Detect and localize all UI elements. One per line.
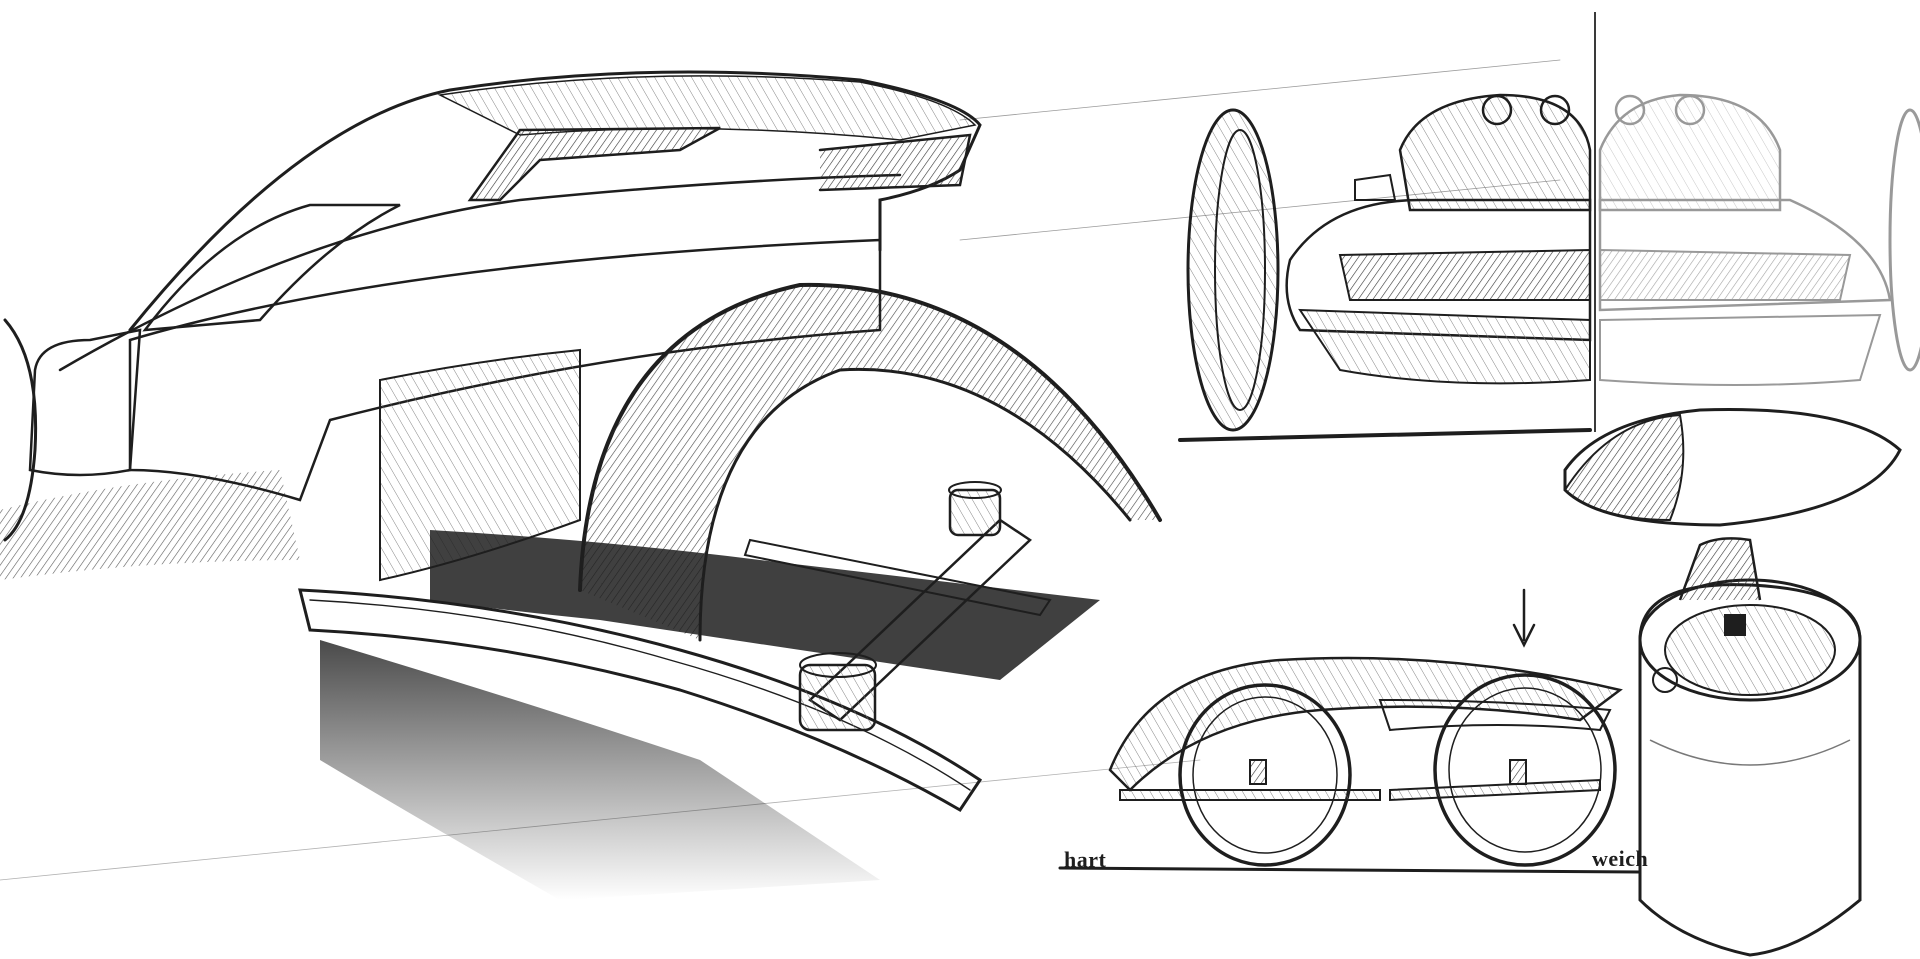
wheel-dark-mass	[430, 530, 1100, 680]
side-profile-sketch	[1058, 588, 1642, 874]
rear-view-diffuser	[1298, 308, 1591, 385]
roof-scoop	[467, 126, 721, 202]
down-arrow	[1512, 588, 1536, 648]
damper-top	[948, 488, 1002, 537]
rear-view-grille	[1338, 248, 1591, 301]
profile-mid-beam	[1378, 698, 1612, 732]
wheel-arch-fill	[580, 284, 1160, 640]
label-weich: weich	[1592, 846, 1649, 871]
view-divider-line	[1594, 12, 1596, 432]
body-upper-line	[58, 173, 902, 372]
rear-view-cabin	[1398, 93, 1592, 212]
damper-detail-sketch	[1638, 537, 1862, 957]
rear-view-mirror	[1354, 173, 1397, 201]
sill-beam	[298, 588, 983, 813]
rear-wheel-edge	[3, 318, 38, 542]
ground-shadow	[320, 640, 880, 900]
label-hart: hart	[1064, 847, 1107, 872]
front-nose	[28, 328, 142, 477]
profile-lower-arm	[1119, 789, 1381, 801]
damper-bottom	[798, 663, 877, 732]
rear-view-mirror-half	[1598, 93, 1920, 386]
rear-view-body	[1285, 198, 1592, 342]
main-car-perspective	[0, 59, 1561, 900]
rear-spoiler	[818, 133, 972, 192]
rear-view-sketch	[1178, 93, 1592, 442]
rear-shadow	[0, 470, 300, 580]
nose-pod-sketch	[1563, 408, 1902, 527]
side-cavity	[379, 348, 581, 582]
profile-ground	[1058, 866, 1642, 874]
suspension-lower	[743, 538, 1052, 617]
sill-inner	[309, 599, 971, 791]
profile-rear-wheel	[1433, 673, 1617, 867]
rear-view-wheel	[1186, 108, 1280, 432]
side-window	[142, 203, 401, 332]
rear-view-ground	[1178, 428, 1592, 442]
profile-front-wheel	[1178, 683, 1352, 867]
